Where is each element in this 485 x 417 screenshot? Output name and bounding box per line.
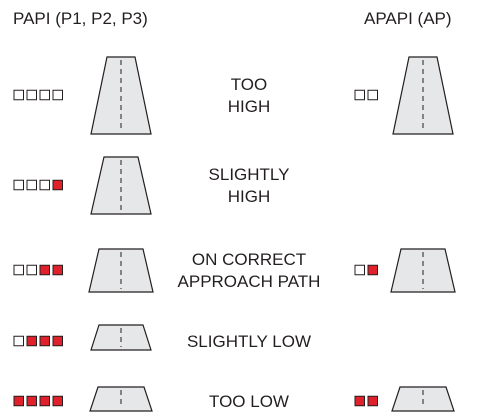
papi-slightly-low-light-1-white (13, 335, 24, 347)
label-on-correct-approach-path-line-2: APPROACH PATH (178, 272, 321, 291)
apapi-runway-too-low (391, 386, 455, 412)
papi-slightly-low-light-3-red (39, 335, 50, 347)
papi-on-correct-approach-path-light-3-red (39, 264, 50, 276)
label-on-correct-approach-path-line-1: ON CORRECT (192, 250, 306, 269)
label-too-high-line-1: TOO (231, 75, 268, 94)
apapi-on-correct-approach-path-light-2-red (367, 264, 378, 276)
label-too-low-line-1: TOO LOW (209, 392, 289, 411)
papi-on-correct-approach-path-light-4-red (52, 264, 63, 276)
papi-slightly-high-light-3-white (39, 179, 50, 191)
apapi-too-high-light-2-white (367, 89, 378, 101)
papi-runway-slightly-high (90, 156, 152, 215)
papi-runway-slightly-high-outline (90, 156, 152, 215)
apapi-too-low-light-1-red (354, 395, 365, 407)
papi-runway-on-correct-approach-path (88, 248, 154, 293)
papi-header: PAPI (P1, P2, P3) (13, 9, 148, 28)
indication-rows: TOO HIGH SLIGHTLY HIGH ON CORRECT APPROACH PA… (13, 56, 456, 412)
papi-runway-slightly-low (90, 324, 152, 351)
row-slightly-high: SLIGHTLY HIGH (13, 156, 290, 215)
apapi-too-high-light-1-white (354, 89, 365, 101)
papi-too-low-light-2-red (26, 395, 37, 407)
apapi-runway-too-high (392, 56, 454, 135)
papi-too-high-light-4-white (52, 89, 63, 101)
papi-runway-too-low (89, 386, 153, 412)
papi-too-high-light-1-white (13, 89, 24, 101)
label-slightly-high-line-2: HIGH (228, 187, 271, 206)
papi-slightly-low-light-2-red (26, 335, 37, 347)
papi-runway-too-high (90, 56, 152, 135)
papi-slightly-high-light-4-red (52, 179, 63, 191)
papi-too-low-light-1-red (13, 395, 24, 407)
papi-too-high-light-3-white (39, 89, 50, 101)
label-slightly-high-line-1: SLIGHTLY (209, 165, 290, 184)
apapi-too-low-light-2-red (367, 395, 378, 407)
apapi-on-correct-approach-path-light-1-white (354, 264, 365, 276)
papi-slightly-high-light-2-white (26, 179, 37, 191)
row-too-low: TOO LOW (13, 386, 455, 412)
row-slightly-low: SLIGHTLY LOW (13, 324, 311, 351)
papi-slightly-high-light-1-white (13, 179, 24, 191)
papi-too-low-light-3-red (39, 395, 50, 407)
apapi-header: APAPI (AP) (364, 9, 452, 28)
row-too-high: TOO HIGH (13, 56, 454, 135)
papi-too-high-light-2-white (26, 89, 37, 101)
row-on-correct-approach-path: ON CORRECT APPROACH PATH (13, 248, 456, 293)
apapi-runway-on-correct-approach-path (390, 248, 456, 293)
papi-on-correct-approach-path-light-1-white (13, 264, 24, 276)
apapi-runway-too-high-outline (392, 56, 454, 135)
papi-slightly-low-light-4-red (52, 335, 63, 347)
label-slightly-low-line-1: SLIGHTLY LOW (187, 332, 311, 351)
label-too-high-line-2: HIGH (228, 97, 271, 116)
papi-runway-too-high-outline (90, 56, 152, 135)
papi-on-correct-approach-path-light-2-white (26, 264, 37, 276)
papi-too-low-light-4-red (52, 395, 63, 407)
